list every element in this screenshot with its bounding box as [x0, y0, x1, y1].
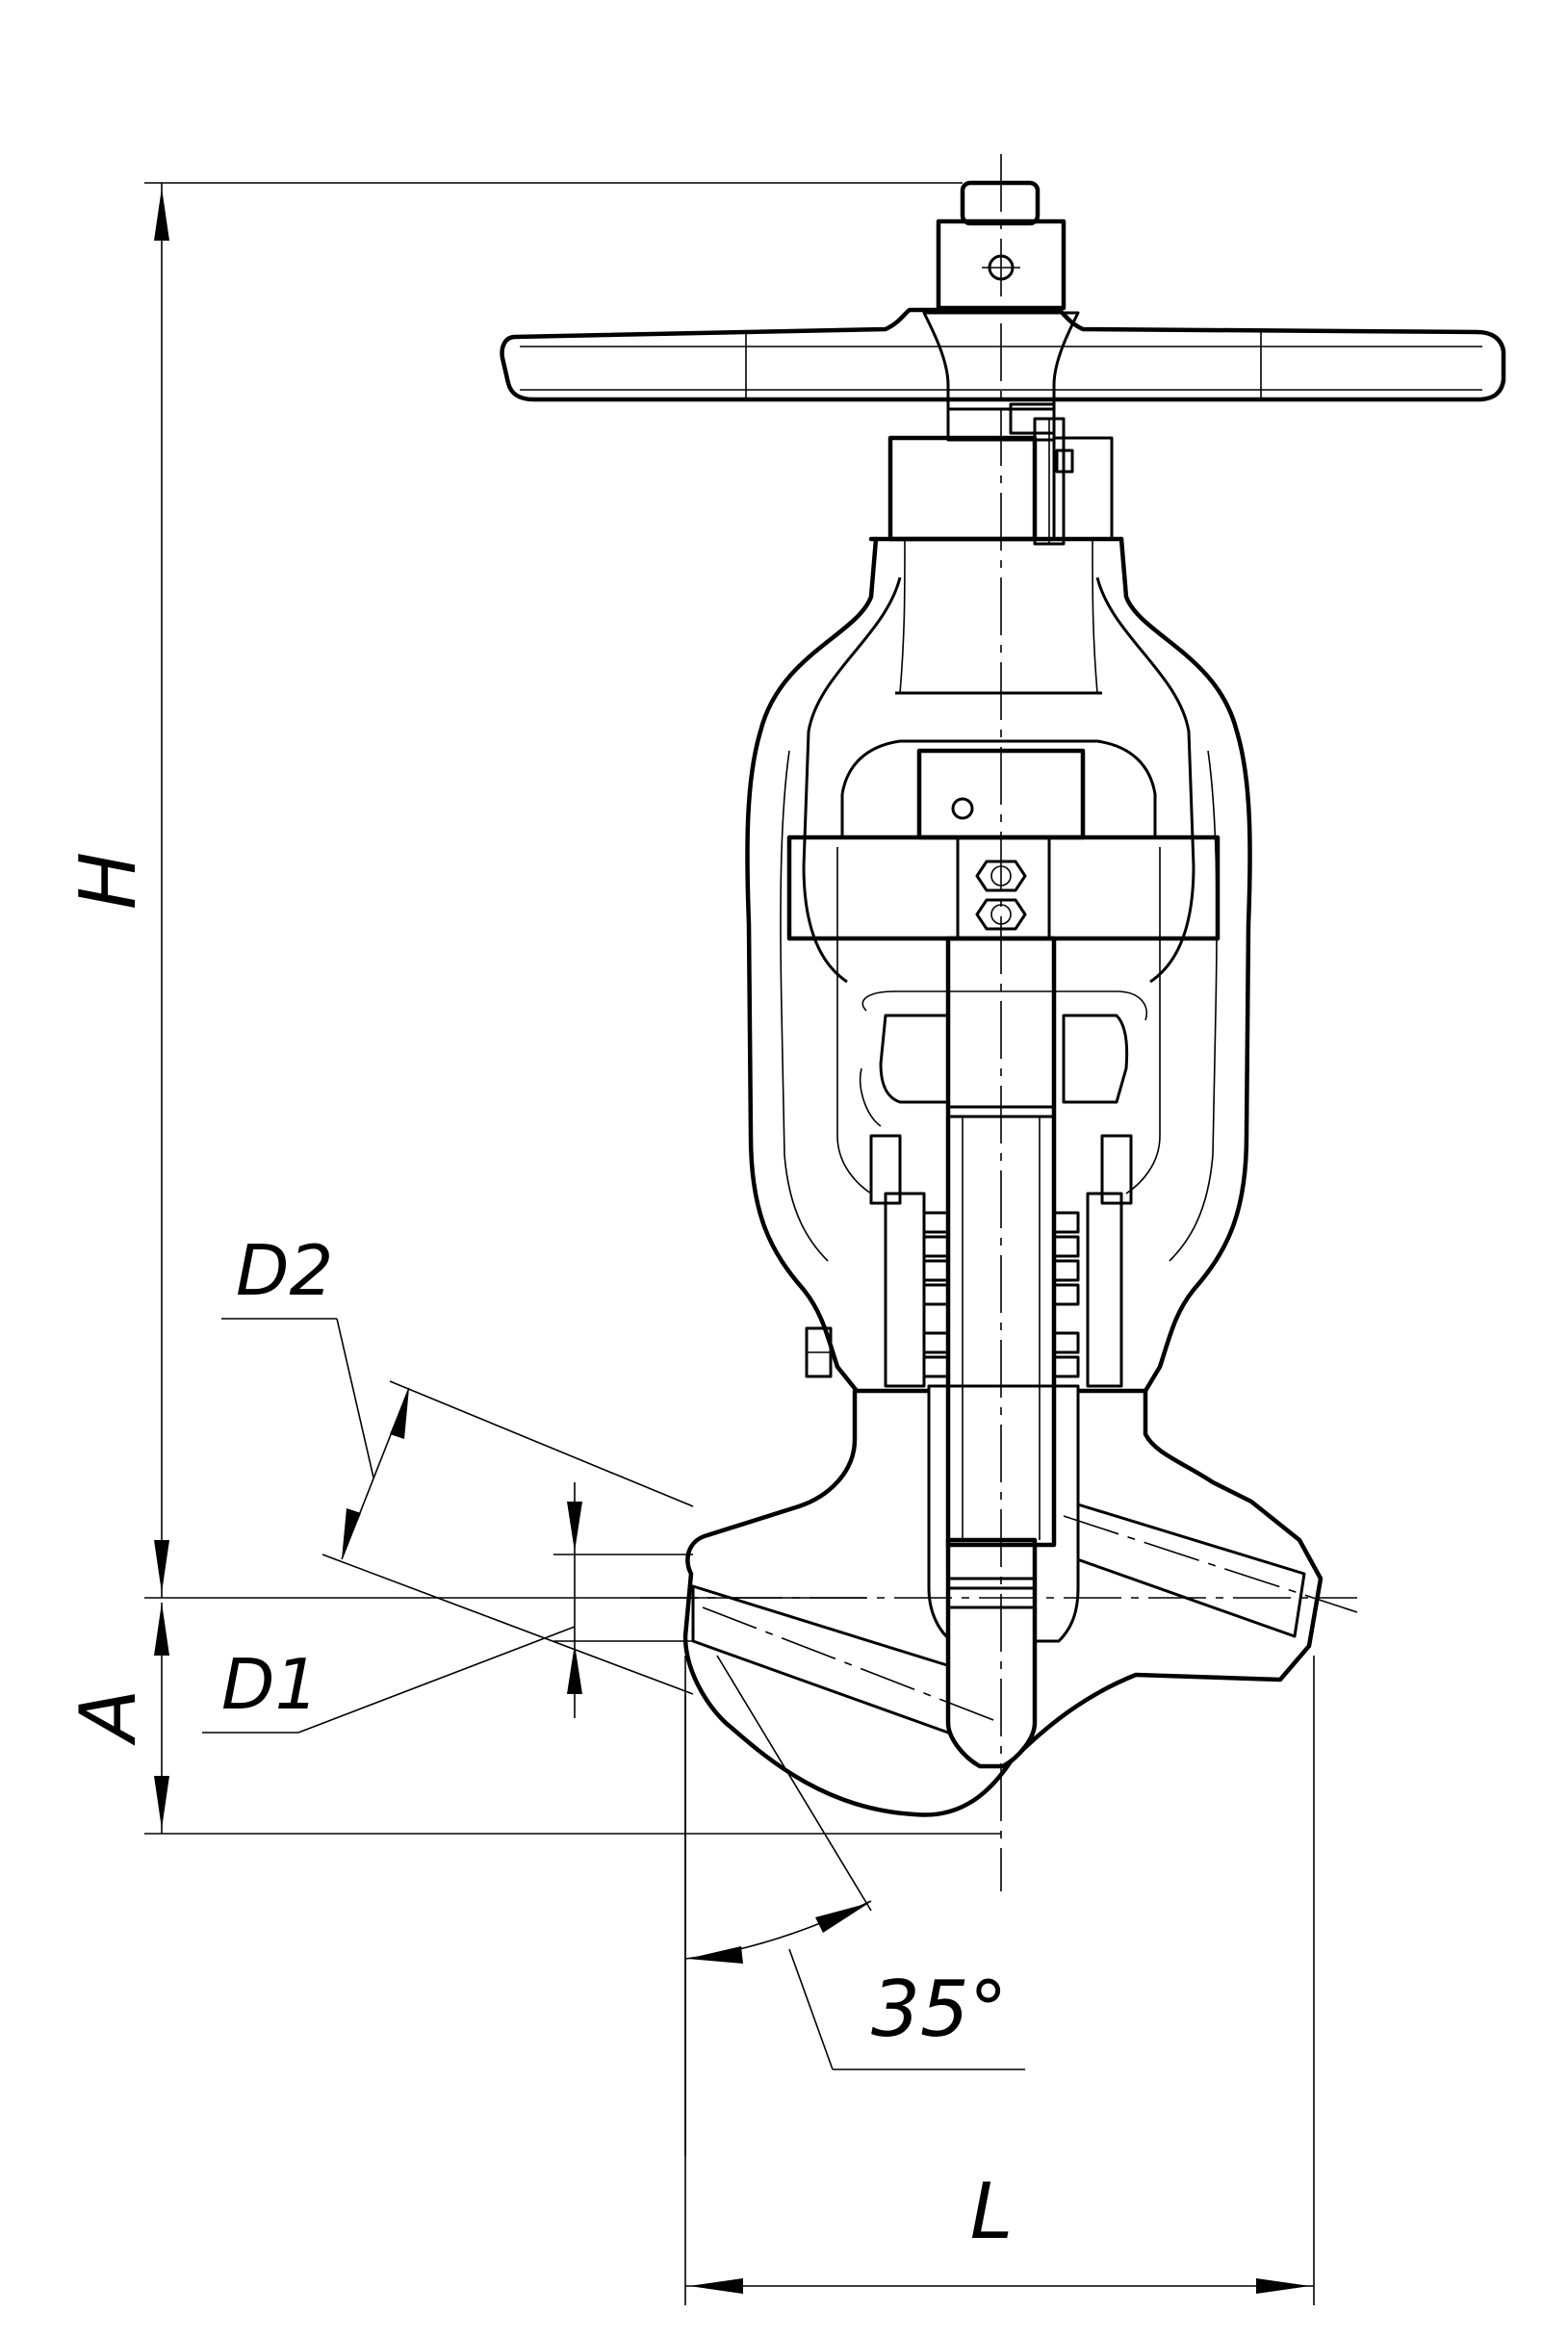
dimension-d2: D2	[221, 1230, 694, 1695]
dimension-angle-label: 35°	[871, 1965, 1008, 2054]
gland-packing	[805, 990, 1147, 1388]
packing-rings-left	[922, 1211, 950, 1378]
valve-body	[682, 1384, 1324, 1817]
dimension-h-label: H	[64, 852, 153, 910]
dimension-l-label: L	[970, 2167, 1014, 2256]
yoke-clamp-bar	[786, 835, 1221, 941]
packing-rings-right	[1052, 1211, 1080, 1378]
handwheel	[500, 180, 1506, 442]
dimension-h: H	[64, 182, 963, 1599]
dimension-l: L	[684, 1656, 1315, 2305]
dimension-a: A	[64, 1603, 1001, 1835]
dimension-d1: D1	[202, 1482, 693, 1734]
bonnet-yoke	[745, 536, 1252, 1394]
dimension-a-label: A	[64, 1689, 153, 1747]
dimension-d1-label: D1	[221, 1644, 319, 1725]
dimension-d2-label: D2	[236, 1230, 333, 1311]
